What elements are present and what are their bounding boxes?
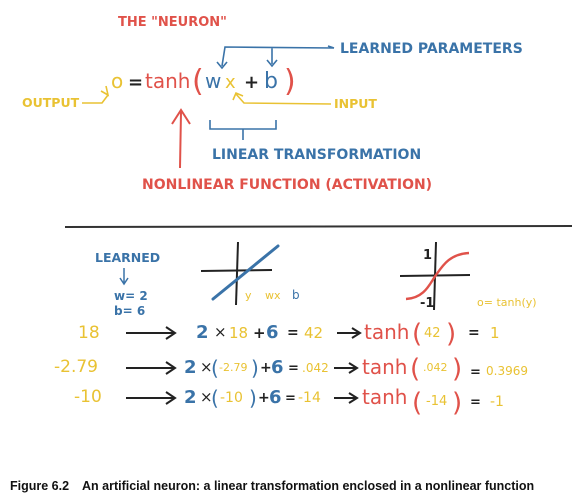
row-times: × <box>200 358 213 376</box>
row-w: 2 <box>184 357 197 378</box>
row-x: -10 <box>220 390 243 406</box>
row-b: 6 <box>269 387 282 408</box>
figure-caption-text: An artificial neuron: a linear transform… <box>82 479 535 493</box>
row-tanh: tanh <box>362 385 407 409</box>
example-row-2: -2.79 2 × ( -2.79 ) + 6 = .042 tanh ( .0… <box>54 354 528 384</box>
row-y: 42 <box>304 324 323 342</box>
input-arrow <box>232 91 332 105</box>
row-arg: .042 <box>423 361 448 374</box>
title-label: THE "NEURON" <box>118 15 227 30</box>
eq-equals: = <box>128 72 143 93</box>
linear-plot-label-wx: wx <box>265 289 281 302</box>
row-x: 18 <box>229 324 248 342</box>
row-arrow <box>126 326 177 340</box>
row-close: ) <box>249 386 257 410</box>
row-w: 2 <box>184 387 197 408</box>
row-tanh: tanh <box>362 355 407 379</box>
row-eq2: = <box>470 395 481 410</box>
arrow-to-w <box>216 61 228 70</box>
eq-output-o: o <box>111 69 123 93</box>
row-b: 6 <box>266 322 279 343</box>
row-out: 0.3969 <box>486 364 528 378</box>
row-tanh: tanh <box>364 320 409 344</box>
learned-parameters-label: LEARNED PARAMETERS <box>340 41 523 57</box>
figure-caption: Figure 6.2 An artificial neuron: a linear… <box>10 479 580 493</box>
learned-arrow <box>119 268 129 286</box>
row-input: 18 <box>78 323 100 343</box>
learned-label: LEARNED <box>95 250 160 265</box>
row-arrow-2 <box>334 362 359 374</box>
row-arrow <box>126 391 177 405</box>
row-arrow-2 <box>337 327 362 339</box>
tanh-plot-bottom-label: -1 <box>420 296 434 311</box>
output-arrow <box>82 85 110 104</box>
row-eq: = <box>288 361 299 376</box>
eq-x: x <box>225 72 236 93</box>
row-plus: + <box>253 324 266 342</box>
row-close-paren: ) <box>452 354 462 384</box>
linear-plot-label-y: y <box>245 289 252 302</box>
row-plus: + <box>258 390 270 406</box>
eq-tanh: tanh <box>145 69 190 93</box>
row-times: × <box>200 388 213 406</box>
section-divider <box>64 225 573 228</box>
row-input: -10 <box>74 387 102 407</box>
eq-open-paren: ( <box>192 64 204 99</box>
row-plus: + <box>260 360 272 376</box>
row-arrow-2 <box>334 392 359 404</box>
tanh-plot: 1 -1 o= tanh(y) <box>399 241 537 311</box>
example-row-3: -10 2 × ( -10 ) + 6 = -14 tanh ( -14 ) =… <box>74 385 504 418</box>
output-label: OUTPUT <box>22 95 80 110</box>
row-eq: = <box>287 325 299 341</box>
row-close: ) <box>251 356 259 380</box>
row-b: 6 <box>271 357 284 378</box>
figure-number: Figure 6.2 <box>10 479 70 493</box>
linear-bracket <box>209 120 277 140</box>
row-eq2: = <box>470 365 481 380</box>
input-label: INPUT <box>334 96 377 111</box>
eq-close-paren: ) <box>284 64 296 99</box>
row-times: × <box>214 323 227 341</box>
learned-parameters-bracket <box>221 45 335 67</box>
row-input: -2.79 <box>54 357 98 377</box>
eq-b: b <box>264 69 278 94</box>
tanh-plot-top-label: 1 <box>423 248 432 263</box>
arrow-to-b <box>266 59 278 68</box>
row-open-paren: ( <box>412 388 422 418</box>
example-row-1: 18 2 × 18 + 6 = 42 tanh ( 42 ) = 1 <box>78 319 500 349</box>
row-open-paren: ( <box>412 319 422 349</box>
linear-plot-line <box>211 244 280 301</box>
tanh-plot-curve <box>405 251 470 301</box>
linear-transformation-label: LINEAR TRANSFORMATION <box>212 147 421 163</box>
row-arg: -14 <box>426 394 447 409</box>
row-open: ( <box>211 356 219 380</box>
row-close-paren: ) <box>446 319 456 349</box>
row-out: 1 <box>490 324 500 342</box>
row-y: -14 <box>298 390 321 406</box>
row-eq2: = <box>468 325 480 341</box>
row-out: -1 <box>490 394 504 410</box>
linear-plot-label-b: b <box>292 288 300 302</box>
row-open-paren: ( <box>410 354 420 384</box>
w-value: w= 2 <box>114 289 148 303</box>
linear-plot: y wx b <box>200 241 300 306</box>
row-arg: 42 <box>424 326 441 341</box>
row-w: 2 <box>196 322 209 343</box>
linear-plot-y-axis <box>235 241 239 306</box>
nonlinear-arrow <box>171 108 191 169</box>
eq-w: w <box>205 69 221 93</box>
nonlinear-function-label: NONLINEAR FUNCTION (ACTIVATION) <box>142 177 432 193</box>
b-value: b= 6 <box>114 304 145 318</box>
row-close-paren: ) <box>452 388 462 418</box>
row-y: .042 <box>302 361 329 375</box>
row-x: -2.79 <box>219 361 247 374</box>
row-arrow <box>126 361 177 375</box>
row-open: ( <box>211 386 219 410</box>
tanh-plot-label: o= tanh(y) <box>477 296 537 309</box>
eq-plus: + <box>244 72 259 93</box>
row-eq: = <box>285 391 296 406</box>
